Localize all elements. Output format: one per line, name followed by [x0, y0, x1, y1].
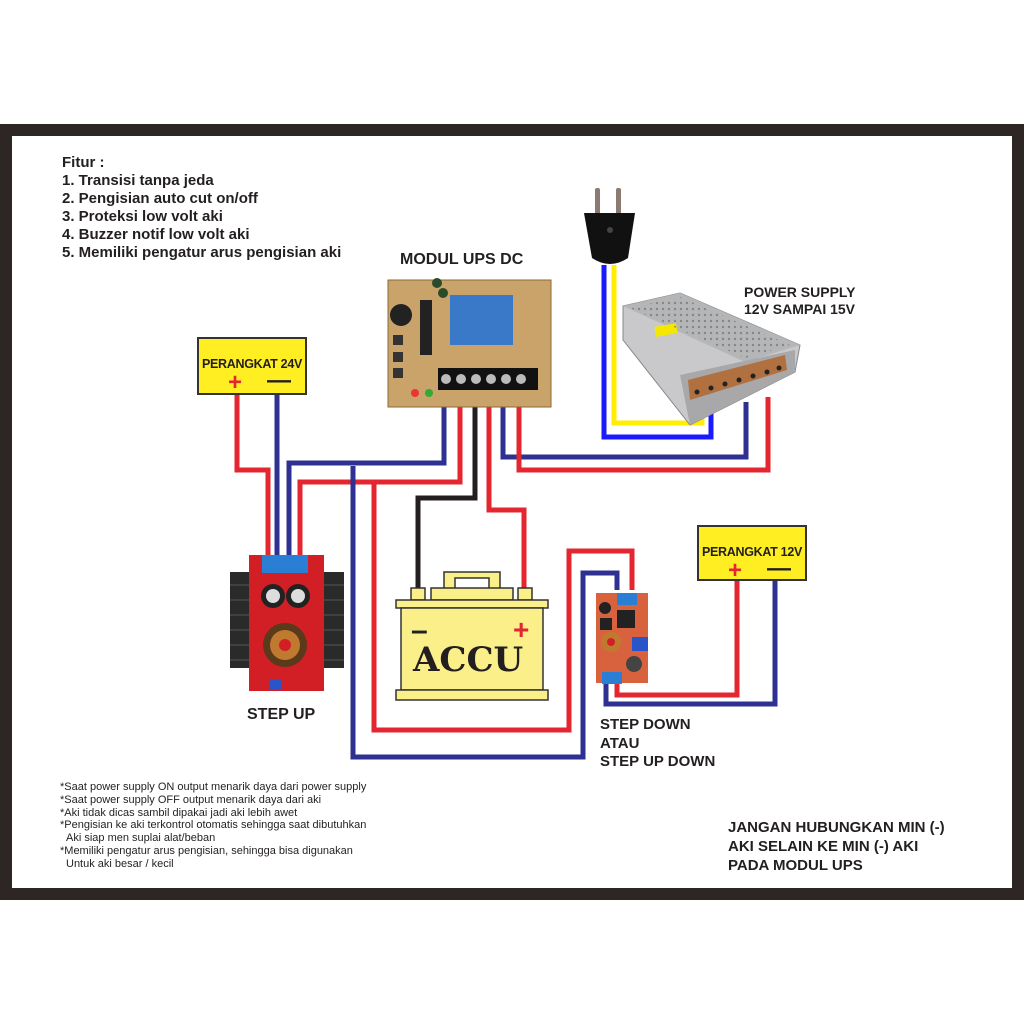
step-up-board-icon [230, 555, 344, 691]
ac-plug-icon [584, 188, 635, 264]
device-12v: PERANGKAT 12V + — [697, 525, 807, 584]
device-24v-label: PERANGKAT 24V [201, 357, 303, 371]
minus-icon: — [767, 555, 791, 582]
step-down-label-line: STEP UP DOWN [600, 753, 716, 770]
note-line: *Saat power supply OFF output menarik da… [60, 793, 322, 806]
wire-12v-positive [614, 581, 740, 698]
wire-12v-negative [603, 581, 778, 707]
note-line: Aki siap men suplai alat/beban [66, 832, 216, 845]
battery-icon [395, 571, 549, 701]
device-24v: PERANGKAT 24V + — [197, 337, 307, 396]
plus-icon: + [728, 557, 743, 584]
power-supply-label-line: 12V SAMPAI 15V [744, 301, 856, 317]
notes: *Saat power supply ON output menarik day… [60, 781, 366, 871]
step-down-label: STEP DOWN ATAU STEP UP DOWN [600, 716, 715, 772]
plus-icon: + [228, 369, 243, 396]
wire-psu-positive [516, 393, 771, 473]
feature-item: 3. Proteksi low volt aki [62, 208, 223, 225]
battery-minus-icon: – [411, 614, 428, 647]
minus-icon: — [267, 367, 291, 394]
wire-battery-positive [486, 393, 527, 590]
warning-line: AKI SELAIN KE MIN (-) AKI [728, 838, 919, 855]
power-supply-label-line: POWER SUPPLY [744, 284, 856, 300]
device-12v-label: PERANGKAT 12V [701, 545, 803, 559]
note-line: *Memiliki pengatur arus pengisian, sehin… [60, 844, 353, 857]
step-down-board-icon [596, 593, 648, 684]
power-supply-label: POWER SUPPLY 12V SAMPAI 15V [744, 284, 856, 318]
ups-module-label: MODUL UPS DC [400, 251, 524, 268]
feature-item: 5. Memiliki pengatur arus pengisian aki [62, 244, 342, 261]
note-line: *Pengisian ke aki terkontrol otomatis se… [60, 819, 367, 832]
step-down-label-line: ATAU [600, 734, 640, 752]
wire-ups-out-positive [297, 393, 463, 555]
step-up-label: STEP UP [247, 706, 316, 723]
feature-list: Fitur : 1. Transisi tanpa jeda 2. Pengis… [62, 154, 341, 262]
wire-branch-positive [371, 484, 635, 733]
feature-list-title: Fitur : [62, 154, 105, 171]
note-line: Untuk aki besar / kecil [66, 857, 174, 870]
wire-psu-negative [500, 393, 749, 460]
wire-battery-negative [415, 393, 478, 590]
note-line: *Saat power supply ON output menarik day… [60, 781, 367, 793]
power-supply-icon [622, 292, 801, 426]
feature-item: 4. Buzzer notif low volt aki [62, 226, 250, 243]
wire-ac-blue [601, 265, 714, 440]
note-line: *Aki tidak dicas sambil dipakai jadi aki… [60, 806, 298, 819]
warning-text: JANGAN HUBUNGKAN MIN (-) AKI SELAIN KE M… [728, 818, 945, 875]
warning-line: PADA MODUL UPS [728, 857, 863, 874]
wire-ups-out-negative [286, 393, 447, 555]
feature-item: 1. Transisi tanpa jeda [62, 172, 214, 189]
step-down-label-line: STEP DOWN [600, 716, 691, 733]
wire-branch-negative [350, 466, 620, 760]
battery-label: ACCU [413, 640, 524, 680]
feature-item: 2. Pengisian auto cut on/off [62, 190, 258, 207]
warning-line: JANGAN HUBUNGKAN MIN (-) [728, 819, 945, 836]
wire-24v-positive [234, 395, 271, 555]
ups-module-board-icon [387, 278, 552, 408]
battery-plus-icon: + [513, 614, 530, 645]
